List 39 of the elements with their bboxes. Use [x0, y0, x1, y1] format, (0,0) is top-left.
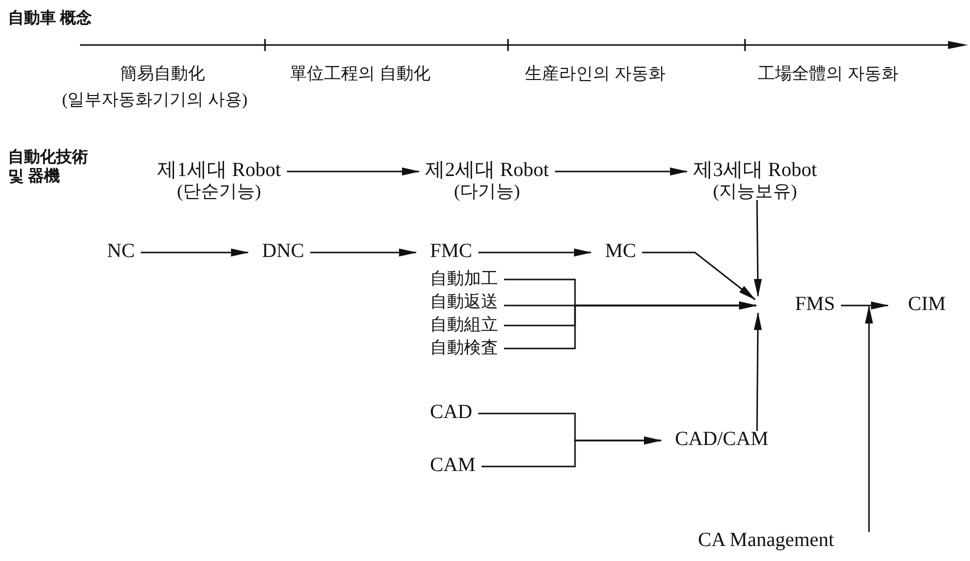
term-label: 제1세대 Robot: [157, 160, 281, 181]
stage-label: 生産라인의 자동화: [525, 63, 666, 85]
arrow: [482, 436, 662, 468]
arrow: [642, 252, 756, 300]
stage-label: (일부자동화기기의 사용): [62, 89, 248, 111]
term-label: 제2세대 Robot: [425, 160, 549, 181]
term-label: FMC: [430, 241, 472, 262]
subtitle-label: (지능보유): [712, 181, 798, 202]
arrow: [841, 302, 889, 310]
arrow: [310, 248, 417, 256]
term-label: CAD/CAM: [675, 429, 768, 450]
row-label: 自動化技術 및 器機: [8, 148, 89, 186]
arrow: [865, 306, 873, 532]
term-label: 自動返送: [430, 291, 498, 313]
arrow: [140, 248, 249, 256]
term-label: NC: [107, 241, 135, 262]
stage-label: 簡易自動化: [120, 63, 205, 85]
stage-label: 工場全體의 자동화: [758, 63, 898, 85]
arrow: [754, 312, 762, 431]
term-label: FMS: [795, 294, 836, 315]
term-label: 自動組立: [430, 314, 498, 336]
title: 自動車 概念: [8, 8, 92, 29]
arrow: [554, 168, 688, 176]
term-label: CAD: [430, 402, 472, 423]
term-label: CIM: [908, 294, 946, 315]
subtitle-label: (다기능): [452, 181, 521, 202]
term-label: 自動検査: [430, 337, 498, 359]
term-label: 自動加工: [430, 268, 498, 290]
arrow: [504, 302, 757, 350]
term-label: 제3세대 Robot: [693, 160, 817, 181]
term-label: CA Management: [698, 530, 834, 551]
term-label: DNC: [262, 241, 304, 262]
stage-label: 單位工程의 自動化: [290, 63, 430, 85]
arrow: [286, 168, 420, 176]
arrow: [754, 200, 762, 297]
term-label: MC: [605, 241, 636, 262]
subtitle-label: (단순기능): [176, 181, 262, 202]
term-label: CAM: [430, 455, 476, 476]
arrow: [478, 248, 592, 256]
